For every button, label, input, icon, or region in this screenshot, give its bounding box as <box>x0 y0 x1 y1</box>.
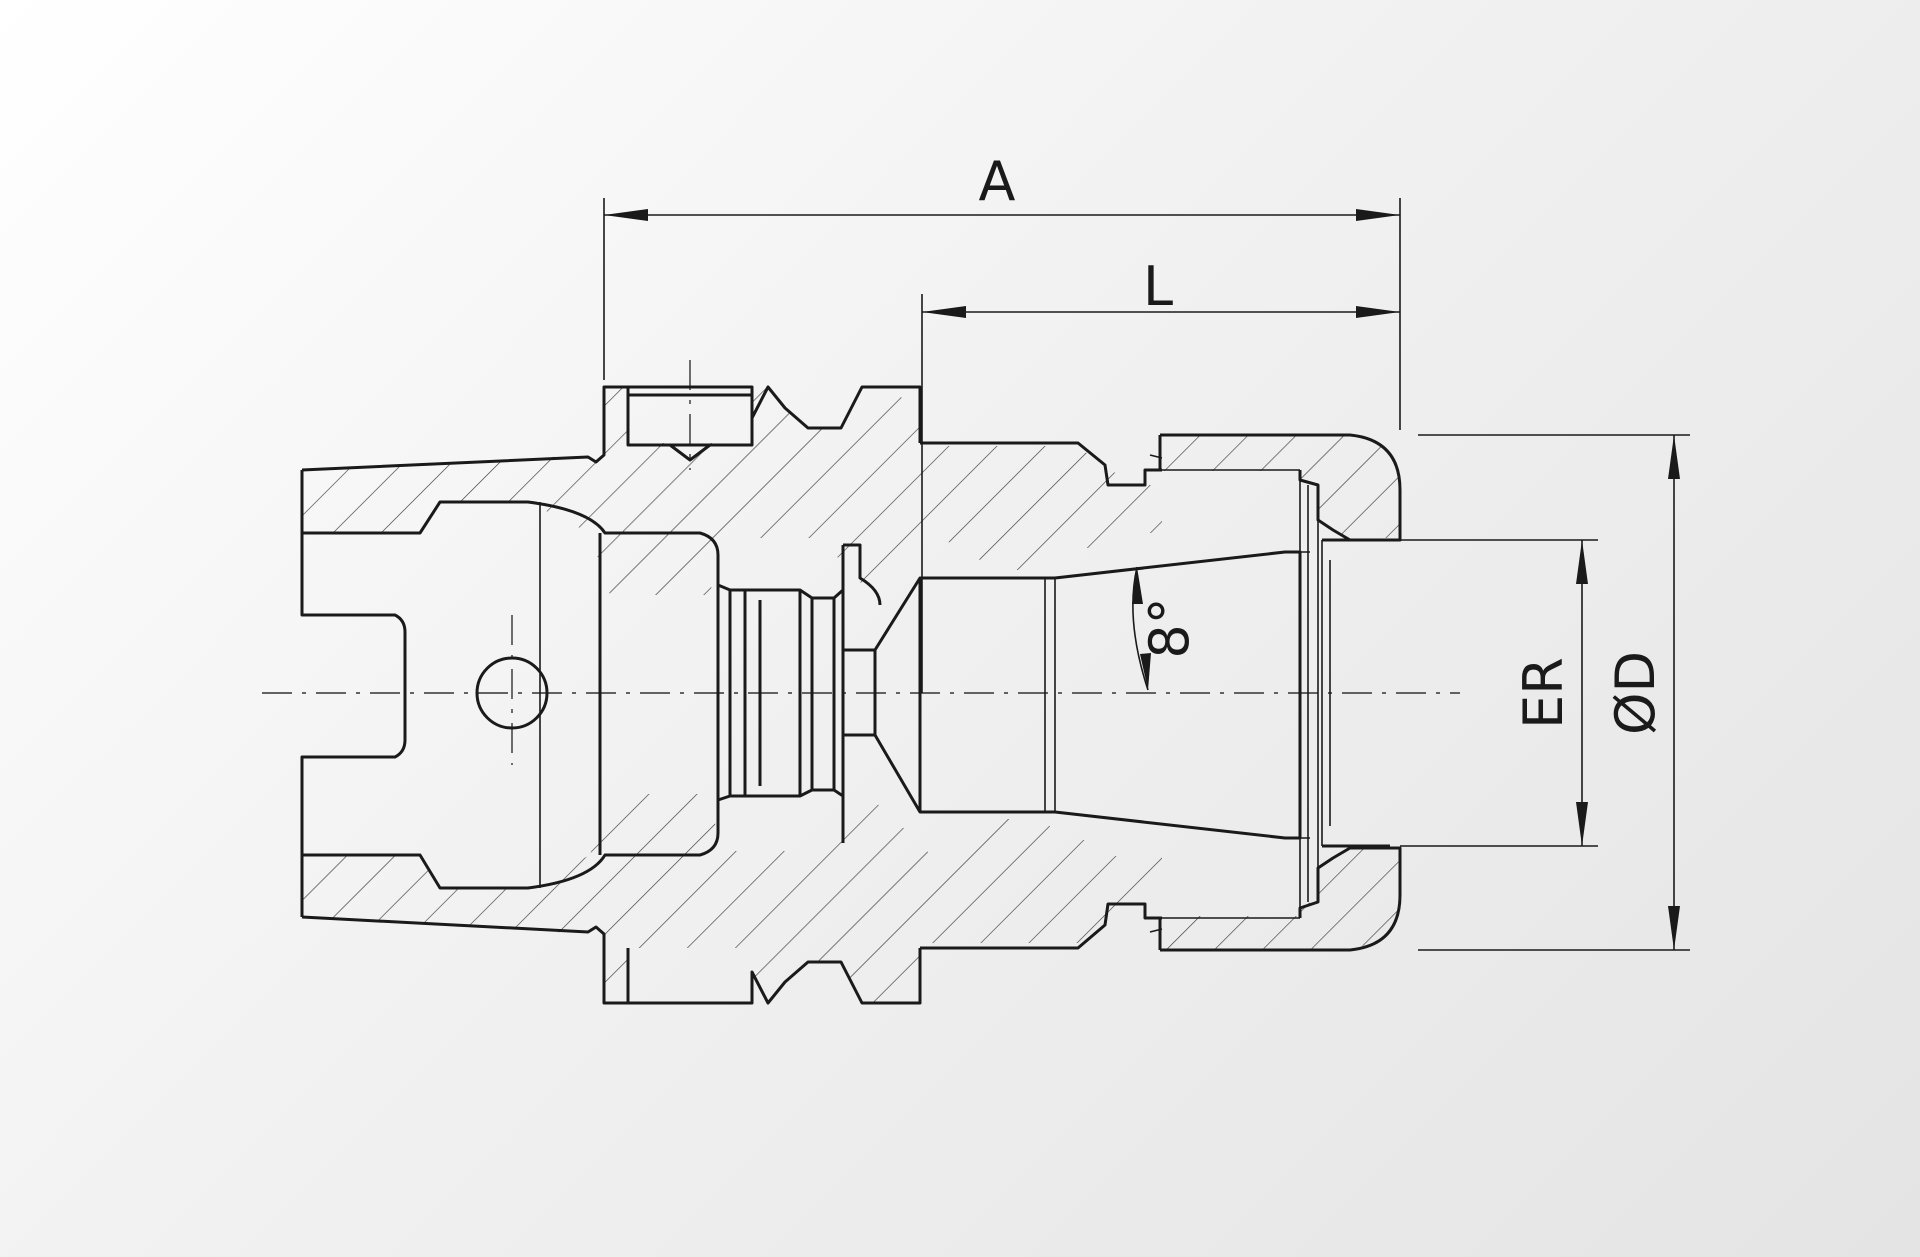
dimension-lines <box>603 198 1690 951</box>
internal-bore <box>302 500 1310 890</box>
toolholder-outline <box>300 385 1402 1005</box>
dimension-label-a: A <box>979 150 1016 213</box>
dimension-label-l: L <box>1143 255 1173 318</box>
dimension-label-diameter: ØD <box>1604 651 1667 735</box>
set-screw <box>626 393 754 462</box>
section-hatching <box>302 387 1400 1003</box>
dimension-label-er: ER <box>1512 657 1575 729</box>
angle-label: 8° <box>1138 597 1201 658</box>
center-lines <box>262 360 1460 765</box>
